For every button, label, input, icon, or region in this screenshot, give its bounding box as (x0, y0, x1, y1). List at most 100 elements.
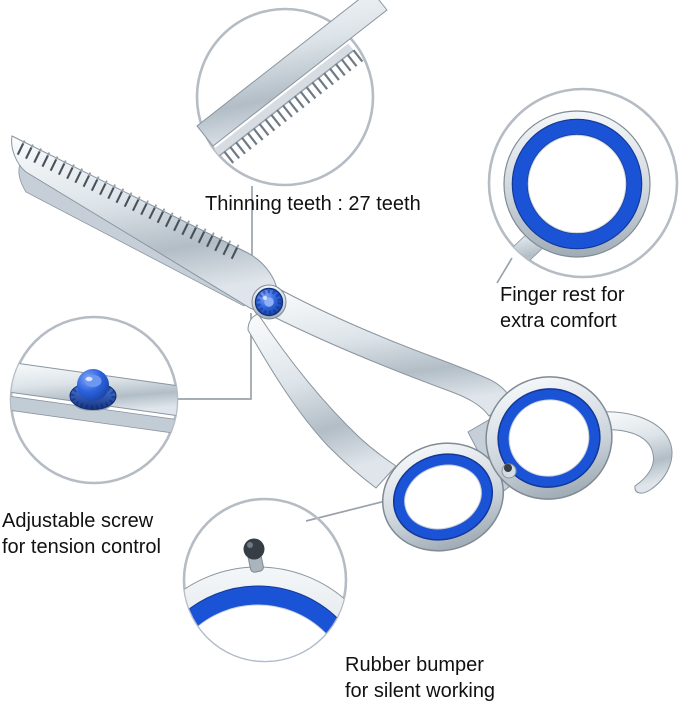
tooth-mark (154, 204, 158, 208)
tooth-mark (186, 220, 190, 224)
tooth-mark (170, 212, 174, 216)
tooth-mark (49, 159, 58, 172)
tooth-mark (66, 167, 74, 180)
tooth-mark (340, 58, 352, 72)
tooth-mark (230, 247, 239, 260)
tooth-mark (123, 195, 132, 208)
pivot-screw (251, 284, 287, 320)
tooth-mark (206, 235, 214, 248)
tooth-mark (63, 160, 67, 164)
tooth-mark (137, 196, 141, 200)
finger-rest-callout-content (496, 110, 651, 277)
callout-circles (9, 7, 679, 663)
screw-callout-content (11, 361, 177, 435)
tooth-mark (276, 109, 287, 123)
tooth-mark (236, 244, 240, 249)
tooth-mark (329, 67, 340, 81)
finger-rest-callout-circle (487, 87, 679, 279)
tooth-mark (211, 232, 215, 237)
adjustable-screw-label-line2: for tension control (2, 536, 161, 558)
tooth-mark (282, 104, 293, 118)
tooth-mark (197, 231, 206, 244)
tooth-mark (41, 155, 49, 168)
tooth-mark (214, 239, 222, 252)
thinning-teeth-label-text: Thinning teeth : 27 teeth (205, 193, 421, 215)
tooth-mark (317, 77, 329, 90)
tooth-mark (288, 100, 299, 113)
tooth-mark (90, 179, 99, 192)
tooth-mark (228, 240, 232, 245)
finger-rest-label: Finger rest for extra comfort (500, 282, 624, 334)
tooth-mark (33, 151, 41, 164)
adjustable-screw-label: Adjustable screw for tension control (2, 508, 161, 560)
tooth-mark (195, 224, 199, 229)
tooth-mark (38, 148, 42, 152)
tooth-mark (246, 132, 258, 146)
tooth-mark (107, 187, 115, 200)
tooth-mark (25, 147, 33, 160)
tooth-mark (30, 144, 34, 148)
tooth-mark (22, 140, 26, 144)
tooth-mark (96, 176, 100, 180)
tooth-mark (219, 236, 223, 241)
zoom-ring-blue-insert (512, 119, 642, 249)
tooth-mark (235, 141, 246, 155)
lower-shank (247, 313, 397, 489)
zoom-comb-teeth (213, 43, 364, 169)
tooth-mark (293, 95, 305, 109)
tooth-mark (223, 150, 235, 164)
finger-rest-label-line2: extra comfort (500, 310, 617, 332)
tooth-mark (55, 156, 59, 160)
zoom-blade-spine (196, 0, 388, 147)
finger-rest-hook (597, 411, 673, 494)
tooth-mark (229, 146, 241, 160)
tooth-mark (181, 223, 189, 236)
tooth-mark (352, 49, 364, 63)
rubber-bumper-label-line2: for silent working (345, 680, 496, 702)
tooth-mark (156, 211, 165, 224)
tooth-mark (258, 123, 270, 136)
teeth-callout-content (196, 0, 388, 169)
tooth-mark (241, 137, 252, 150)
tooth-mark (148, 207, 156, 220)
adjustable-screw-label-line1: Adjustable screw (2, 510, 154, 532)
tooth-mark (334, 63, 346, 77)
screw-connector-line (178, 313, 252, 400)
rubber-bumper-label-line1: Rubber bumper (345, 654, 484, 676)
finger-ring-lower (381, 442, 505, 552)
tooth-mark (57, 163, 66, 176)
finger-rest-label-line1: Finger rest for (500, 284, 625, 306)
tooth-mark (47, 152, 51, 156)
zoom-ring-blue-edge (511, 118, 643, 250)
tooth-mark (104, 180, 108, 184)
tooth-mark (323, 72, 334, 86)
tooth-mark (88, 172, 92, 176)
tooth-mark (264, 118, 276, 132)
tooth-mark (82, 175, 90, 188)
rubber-bumper-label: Rubber bumper for silent working (345, 652, 495, 702)
tooth-mark (270, 113, 282, 127)
zoom-bumper (243, 538, 265, 573)
zoom-ring-hole (527, 134, 627, 234)
tooth-mark (203, 228, 207, 233)
tooth-mark (222, 243, 230, 256)
tooth-mark (252, 127, 264, 141)
finger-ring-upper (485, 376, 613, 500)
tooth-mark (74, 171, 82, 184)
zoom-lower-blade (11, 395, 177, 435)
finger-rest-connector-line (496, 257, 513, 284)
tooth-mark (16, 143, 25, 156)
tooth-mark (305, 86, 317, 100)
zoom-ring-blue-edge-inner (526, 134, 627, 235)
tooth-mark (79, 168, 84, 172)
tooth-mark (121, 188, 125, 192)
upper-shank (269, 289, 512, 417)
tooth-mark (189, 227, 197, 240)
tooth-mark (132, 199, 140, 212)
blade-teeth (16, 140, 240, 260)
tooth-mark (129, 192, 133, 196)
tooth-mark (346, 54, 358, 67)
tooth-mark (173, 219, 181, 232)
tooth-mark (178, 216, 182, 220)
